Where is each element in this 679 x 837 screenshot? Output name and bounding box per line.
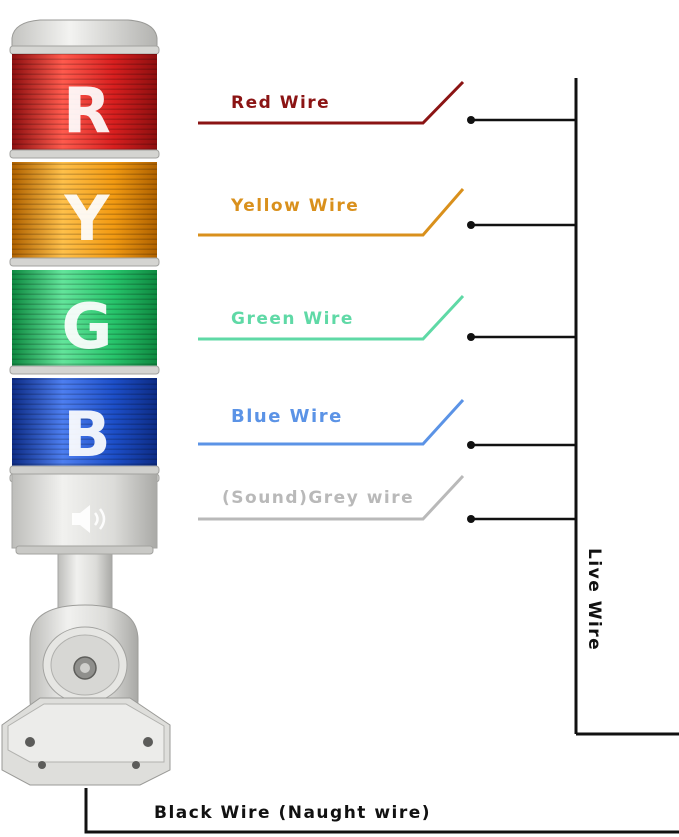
contact-point-icon (467, 116, 475, 124)
segment-letter: Y (64, 182, 111, 255)
segment-letter: B (63, 398, 110, 471)
wire-label: Blue Wire (231, 406, 343, 427)
buzzer-module (11, 469, 158, 549)
segment-letter: G (62, 290, 113, 363)
contact-point-icon (467, 333, 475, 341)
segment-letter: R (63, 74, 111, 147)
segment-rim (9, 365, 160, 375)
mounting-base-top (7, 703, 165, 763)
contact-point-icon (467, 441, 475, 449)
black-wire-label: Black Wire (Naught wire) (154, 803, 431, 823)
tower-top-cap-rim (9, 45, 160, 55)
segment-ribs (12, 378, 157, 478)
wire-switch-line (198, 188, 465, 237)
wire-row: Red Wire (198, 80, 576, 125)
segment-ribs (12, 270, 157, 370)
wire-label: Red Wire (231, 93, 330, 113)
speaker-icon (72, 505, 106, 533)
wire-switch-line (198, 80, 465, 125)
wire-row: Blue Wire (198, 398, 576, 449)
segment-rim (9, 149, 160, 159)
wire-row: Yellow Wire (198, 188, 576, 237)
buzzer-rim (9, 465, 160, 475)
wire-switch-line (198, 474, 465, 521)
pivot-screw-center (80, 663, 90, 673)
wire-row: Green Wire (198, 294, 576, 341)
base-hole-icon (38, 761, 46, 769)
base-hole-icon (132, 761, 140, 769)
wire-row: (Sound)Grey wire (198, 474, 576, 523)
wire-label: Yellow Wire (230, 196, 359, 216)
contact-point-icon (467, 221, 475, 229)
contact-point-icon (467, 515, 475, 523)
segment-ribs (12, 54, 157, 154)
base-hole-icon (25, 737, 35, 747)
buzzer-bottom-rim (15, 545, 154, 555)
segment-rim (9, 257, 160, 267)
wire-switch-line (198, 398, 465, 446)
light-segment: B (9, 378, 160, 483)
tower-top-cap (11, 19, 158, 51)
base-hole-icon (143, 737, 153, 747)
wire-label: (Sound)Grey wire (222, 488, 414, 508)
light-segment: G (9, 270, 160, 375)
live-wire-label: Live Wire (584, 548, 604, 651)
black-wire (84, 788, 679, 834)
wire-switch-line (198, 294, 465, 341)
light-segment: R (9, 54, 160, 159)
segment-ribs (12, 162, 157, 262)
wire-label: Green Wire (231, 309, 354, 329)
light-segment: Y (9, 162, 160, 267)
